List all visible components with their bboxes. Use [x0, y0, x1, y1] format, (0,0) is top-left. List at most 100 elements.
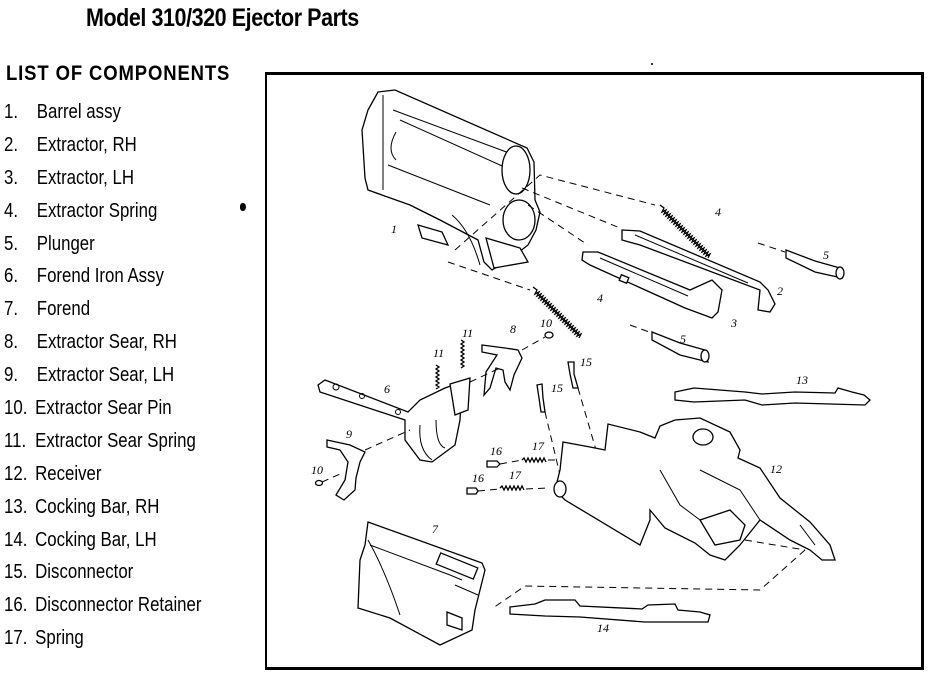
component-number: 4.: [4, 198, 19, 222]
component-item: 17.Spring: [4, 623, 201, 656]
component-number: 13.: [4, 494, 28, 518]
component-name: Receiver: [35, 461, 102, 485]
component-number: 16.: [4, 593, 28, 617]
alignment-line: [521, 336, 546, 351]
callout-17-b: 17: [509, 468, 522, 482]
component-item: 2. Extractor, RH: [4, 130, 201, 163]
retainer-b: [466, 487, 479, 495]
receiver: [553, 417, 836, 561]
diagram-frame: [265, 72, 924, 670]
component-item: 3.Extractor, LH: [4, 163, 201, 196]
extractor-spring-lower: [532, 286, 583, 339]
callout-6: 6: [384, 382, 390, 396]
component-name: Plunger: [36, 231, 95, 255]
component-number: 7.: [4, 297, 19, 321]
cocking-bar-lh: [509, 599, 711, 623]
callout-10-upper: 10: [540, 316, 552, 330]
callout-13: 13: [796, 373, 808, 387]
callout-4-upper: 4: [715, 205, 721, 219]
component-item: 9.Extractor Sear, LH: [4, 360, 201, 393]
component-name: Extractor Sear, LH: [36, 363, 175, 387]
alignment-line: [629, 324, 653, 334]
callout-15-a: 15: [551, 381, 563, 395]
component-number: 14.: [4, 527, 28, 551]
alignment-line: [469, 367, 501, 383]
callout-4-lower: 4: [597, 291, 603, 305]
forend-iron-assy: [317, 377, 471, 463]
component-number: 1.: [4, 100, 19, 123]
alignment-line: [321, 473, 341, 483]
callout-15-b: 15: [580, 355, 592, 369]
extractor-sear-rh: [481, 344, 523, 397]
forend: [357, 521, 486, 646]
extractor-lh: [581, 251, 723, 319]
callout-8: 8: [510, 322, 516, 336]
component-number: 11.: [4, 428, 27, 452]
cocking-bar-rh: [674, 387, 871, 406]
scan-speck: [651, 63, 653, 65]
alignment-line: [492, 549, 806, 609]
disconnector-spring-a: [521, 456, 547, 464]
callout-14: 14: [597, 621, 609, 635]
plunger-lower: [651, 331, 710, 363]
extractor-spring-upper: [659, 204, 712, 259]
component-number: 3.: [4, 165, 19, 189]
barrel-assy: [361, 89, 541, 271]
callout-10-lower: 10: [311, 463, 323, 477]
alignment-line: [521, 187, 621, 229]
component-name: Extractor Sear Spring: [35, 428, 196, 452]
component-name: Disconnector Retainer: [35, 593, 202, 617]
component-item: 5.Plunger: [4, 229, 201, 262]
component-item: 8. Extractor Sear, RH: [4, 327, 201, 360]
bullet-mark: [240, 203, 246, 211]
components-list: 1.Barrel assy 2.Extractor, RH 3.Extracto…: [4, 97, 245, 656]
component-number: 6.: [4, 264, 19, 288]
disconnector-b: [567, 361, 579, 389]
extractor-sear-lh: [326, 439, 366, 501]
retainer-a: [486, 460, 501, 468]
component-item: 12. Receiver: [4, 459, 201, 492]
callout-3: 3: [730, 316, 737, 330]
callout-16-a: 16: [490, 444, 502, 458]
component-name: Extractor Sear, RH: [36, 330, 177, 354]
alignment-line: [757, 242, 786, 253]
alignment-line: [454, 174, 656, 251]
alignment-line: [499, 459, 560, 465]
sear-pin-upper: [544, 331, 554, 339]
component-item: 13.Cocking Bar, RH: [4, 492, 201, 525]
component-item: 1. Barrel assy: [4, 97, 201, 130]
component-name: Extractor Sear Pin: [35, 396, 172, 420]
callout-5-upper: 5: [823, 248, 829, 262]
alignment-line: [527, 204, 589, 246]
callout-11-b: 11: [462, 326, 473, 340]
component-name: Barrel assy: [36, 100, 121, 123]
component-number: 2.: [4, 132, 19, 156]
callout-9: 9: [346, 427, 352, 441]
component-item: 15.Disconnector: [4, 557, 201, 590]
alignment-line: [477, 487, 549, 492]
callout-5-lower: 5: [680, 332, 686, 346]
callout-12: 12: [770, 462, 782, 476]
disconnector-spring-b: [499, 484, 525, 492]
component-number: 17.: [4, 626, 28, 650]
callout-1: 1: [391, 222, 397, 236]
alignment-line: [544, 411, 561, 476]
components-heading: LIST OF COMPONENTS: [6, 62, 231, 85]
component-name: Extractor Spring: [36, 198, 158, 222]
alignment-line: [744, 539, 806, 551]
component-name: Cocking Bar, LH: [35, 527, 157, 551]
component-item: 11. Extractor Sear Spring: [4, 426, 201, 459]
component-number: 10.: [4, 396, 28, 420]
callout-7: 7: [432, 522, 439, 536]
component-number: 8.: [4, 330, 19, 354]
component-item: 16. Disconnector Retainer: [4, 590, 201, 623]
sear-spring-a: [434, 364, 441, 390]
callout-17-a: 17: [532, 439, 545, 453]
component-name: Forend Iron Assy: [36, 264, 164, 288]
component-number: 12.: [4, 461, 28, 485]
component-number: 15.: [4, 560, 28, 584]
extractor-rh: [621, 229, 776, 313]
component-name: Extractor, RH: [36, 132, 137, 156]
alignment-line: [577, 387, 597, 451]
